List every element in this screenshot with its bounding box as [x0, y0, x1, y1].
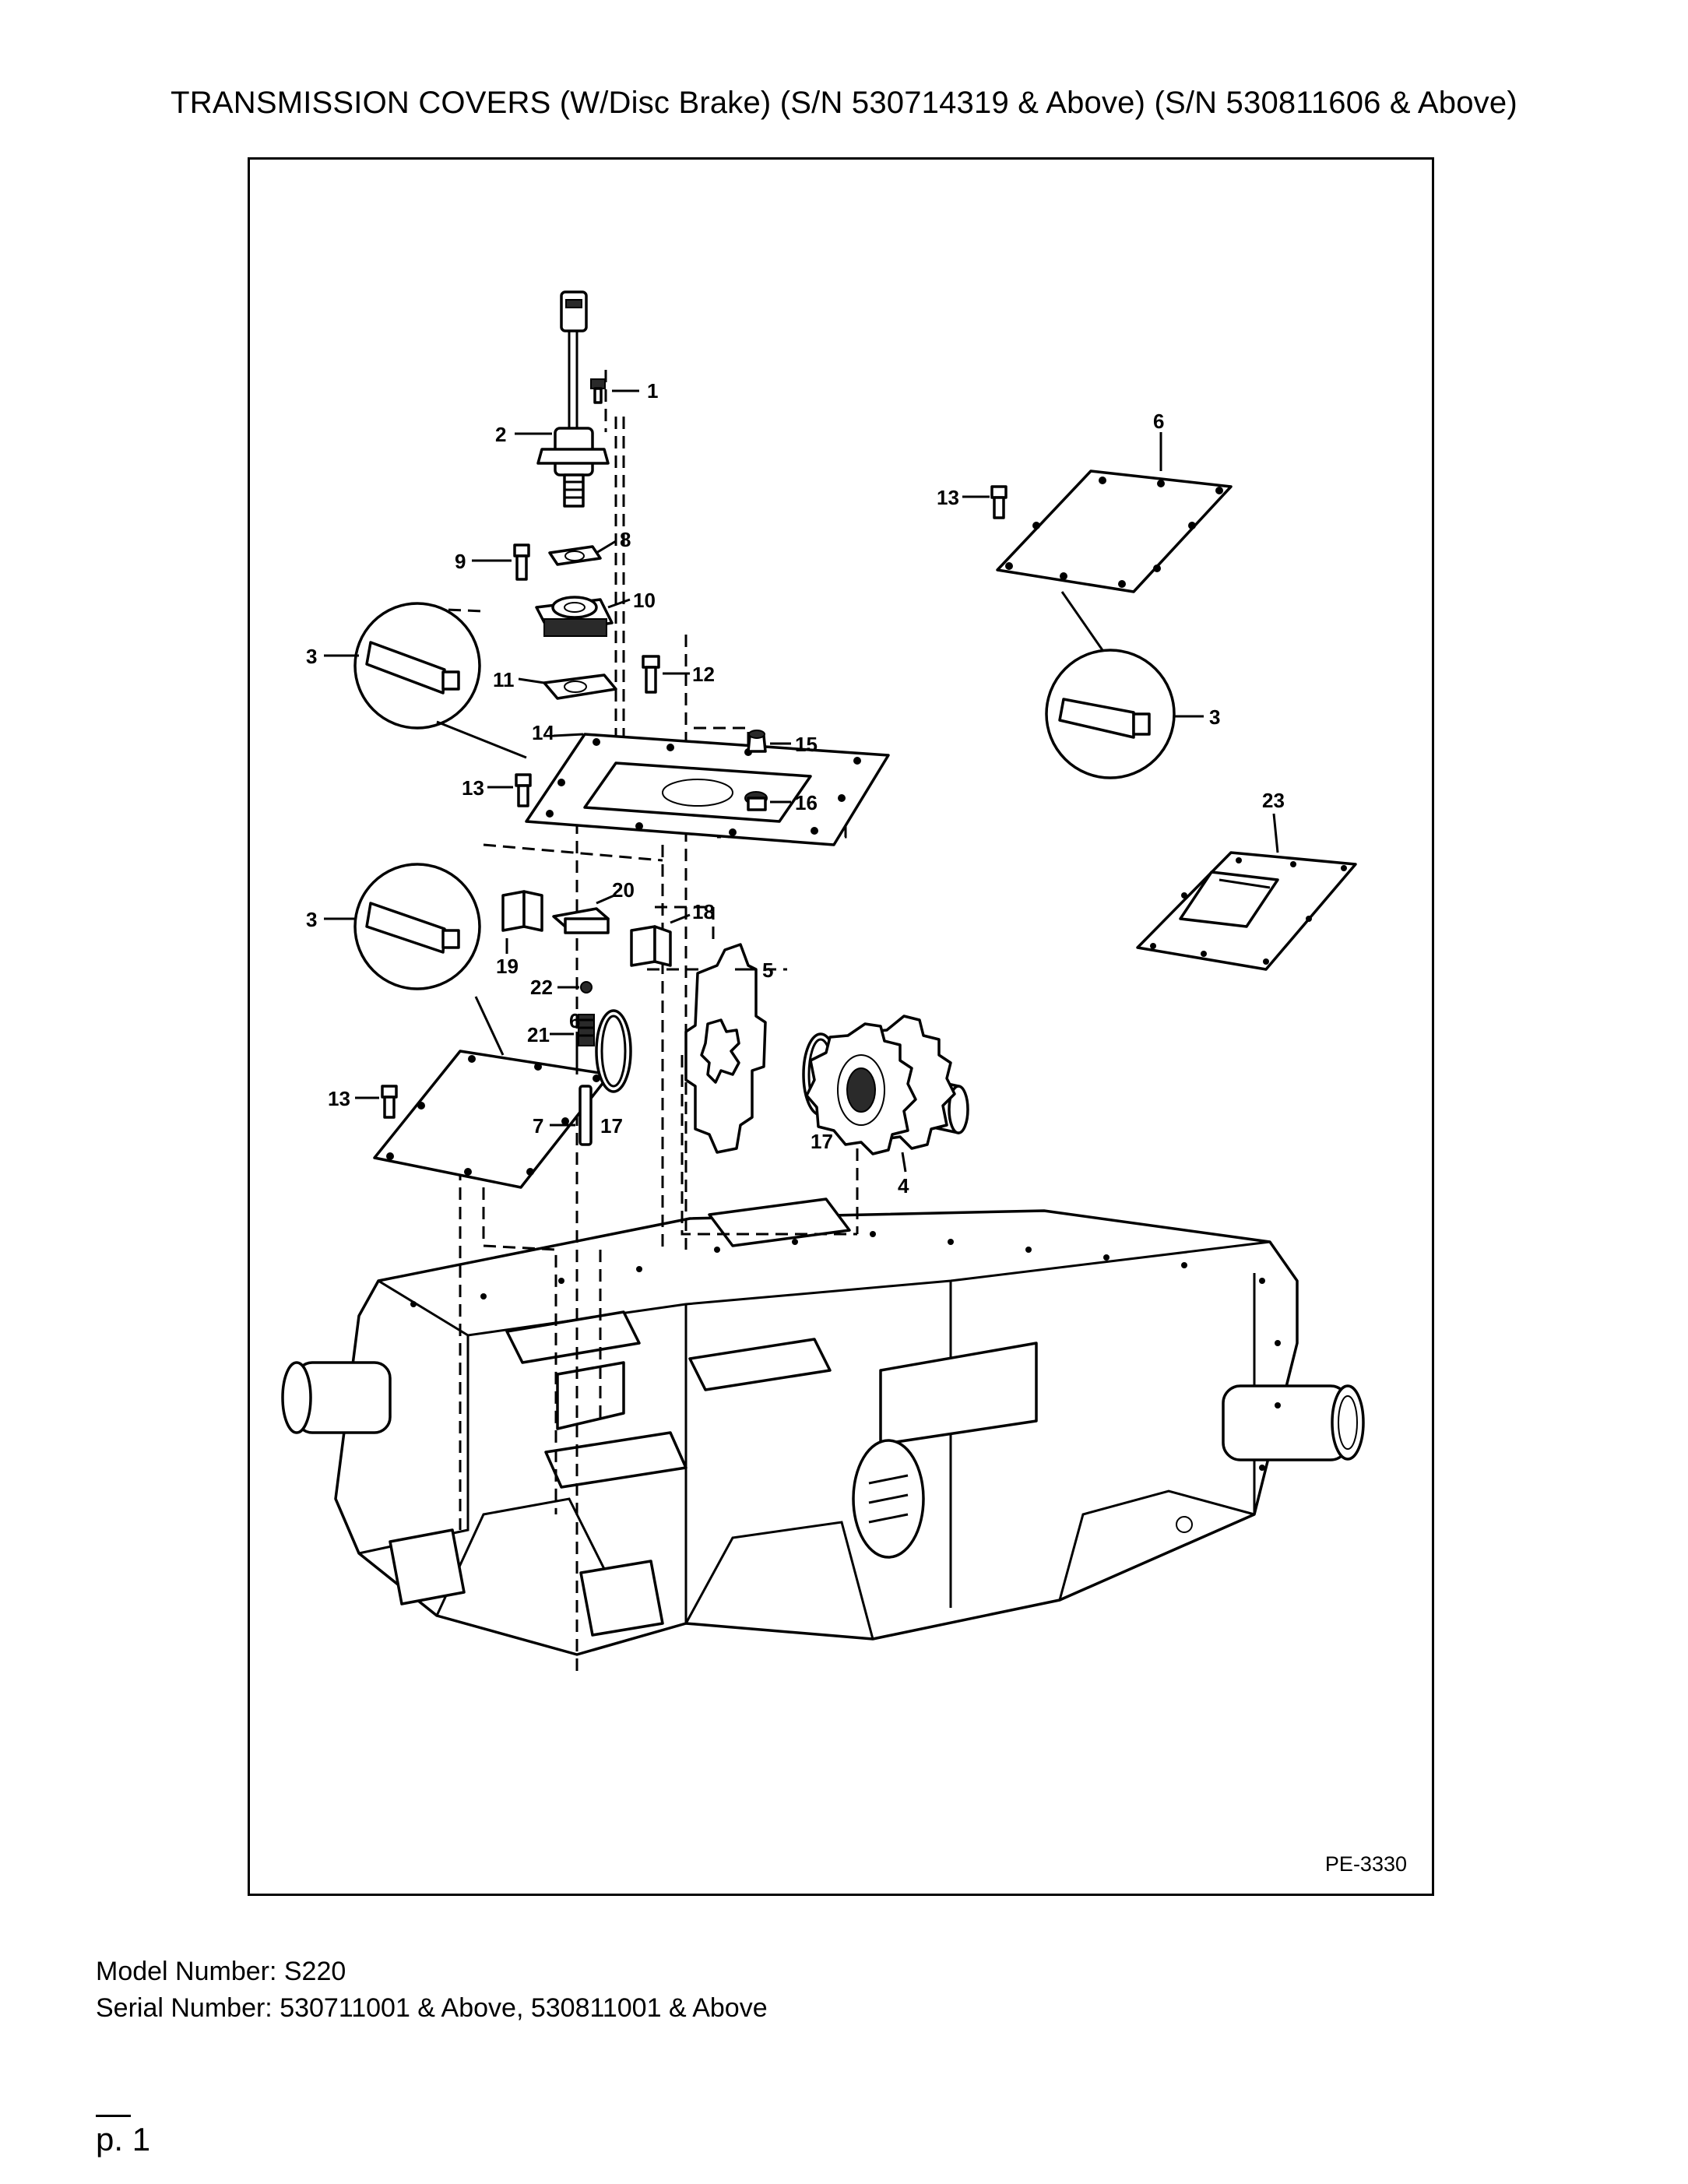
part-16-fitting [744, 791, 791, 811]
model-number: Model Number: S220 [96, 1957, 346, 1986]
part-20-link [552, 894, 615, 934]
part-13-bolt-top [962, 485, 1008, 519]
parts-diagram-frame: 1 2 3 3 3 4 5 6 6 7 8 9 10 11 12 13 13 1… [248, 157, 1434, 1896]
part-4-sprocket-shaft [805, 1015, 969, 1173]
callout-1: 1 [647, 379, 658, 403]
part-15-plug [747, 730, 791, 753]
part-13-bolt-bottom [355, 1085, 398, 1119]
chassis-frame [281, 1198, 1365, 1656]
page-title: TRANSMISSION COVERS (W/Disc Brake) (S/N … [171, 86, 1517, 120]
callout-3-lower-left: 3 [306, 908, 317, 931]
callout-3-right: 3 [1209, 705, 1220, 729]
callout-16: 16 [795, 791, 818, 814]
page-number: p. 1 [96, 2121, 151, 2158]
callout-9: 9 [455, 550, 466, 573]
part-11-retainer [518, 673, 617, 700]
callout-4: 4 [898, 1174, 909, 1198]
part-3-sealant-tube-upper-left [324, 602, 527, 759]
callout-13-bottom: 13 [328, 1087, 350, 1110]
callout-22: 22 [530, 976, 553, 999]
part-5-brake-disc [684, 943, 767, 1154]
callout-12: 12 [692, 663, 715, 686]
callout-15: 15 [795, 733, 818, 756]
part-8-gasket [548, 540, 617, 566]
callout-20: 20 [612, 878, 635, 902]
figure-code: PE-3330 [1324, 1852, 1407, 1876]
part-22-ball [557, 981, 593, 994]
callout-18: 18 [692, 900, 715, 923]
callout-5: 5 [762, 958, 773, 982]
part-6-cover-upper [996, 432, 1233, 651]
callout-10: 10 [633, 589, 656, 612]
part-3-sealant-tube-right [1045, 649, 1204, 779]
part-21-spring [550, 1014, 595, 1046]
callout-21: 21 [527, 1023, 550, 1046]
part-7-pin [550, 1085, 593, 1146]
callout-7: 7 [533, 1114, 543, 1138]
callout-6-upper: 6 [1153, 410, 1164, 433]
callout-23: 23 [1262, 789, 1285, 812]
serial-number: Serial Number: 530711001 & Above, 530811… [96, 1993, 768, 2023]
callout-labels: 1 2 3 3 3 4 5 6 6 7 8 9 10 11 12 13 13 1… [306, 379, 1285, 1198]
callout-11: 11 [493, 668, 515, 691]
exploded-parts-diagram: 1 2 3 3 3 4 5 6 6 7 8 9 10 11 12 13 13 1… [281, 290, 1365, 1678]
callout-19: 19 [496, 955, 519, 978]
part-1-bolt [590, 378, 639, 404]
part-9-bolt [472, 543, 530, 581]
part-19-block [501, 890, 543, 954]
callout-17-right: 17 [811, 1130, 833, 1153]
part-10-housing [535, 596, 631, 637]
part-6-cover-lower [373, 996, 611, 1189]
callout-14: 14 [532, 721, 554, 744]
part-2-solenoid [515, 290, 610, 508]
part-3-sealant-tube-lower-left [324, 863, 481, 990]
callout-13-top: 13 [937, 486, 959, 509]
callout-13-mid: 13 [462, 776, 484, 800]
callout-6-lower: 6 [569, 1009, 580, 1032]
callout-17-left: 17 [600, 1114, 623, 1138]
part-23-cover [1136, 813, 1357, 971]
part-17-o-ring-left [595, 1009, 632, 1093]
part-12-bolt [642, 655, 690, 694]
part-13-bolt-mid [487, 773, 532, 807]
callout-8: 8 [620, 528, 631, 551]
callout-2: 2 [495, 423, 506, 446]
part-18-block [630, 913, 691, 967]
part-14-cover-plate [525, 733, 890, 846]
callout-3-upper-left: 3 [306, 645, 317, 668]
page-rule [96, 2115, 131, 2117]
